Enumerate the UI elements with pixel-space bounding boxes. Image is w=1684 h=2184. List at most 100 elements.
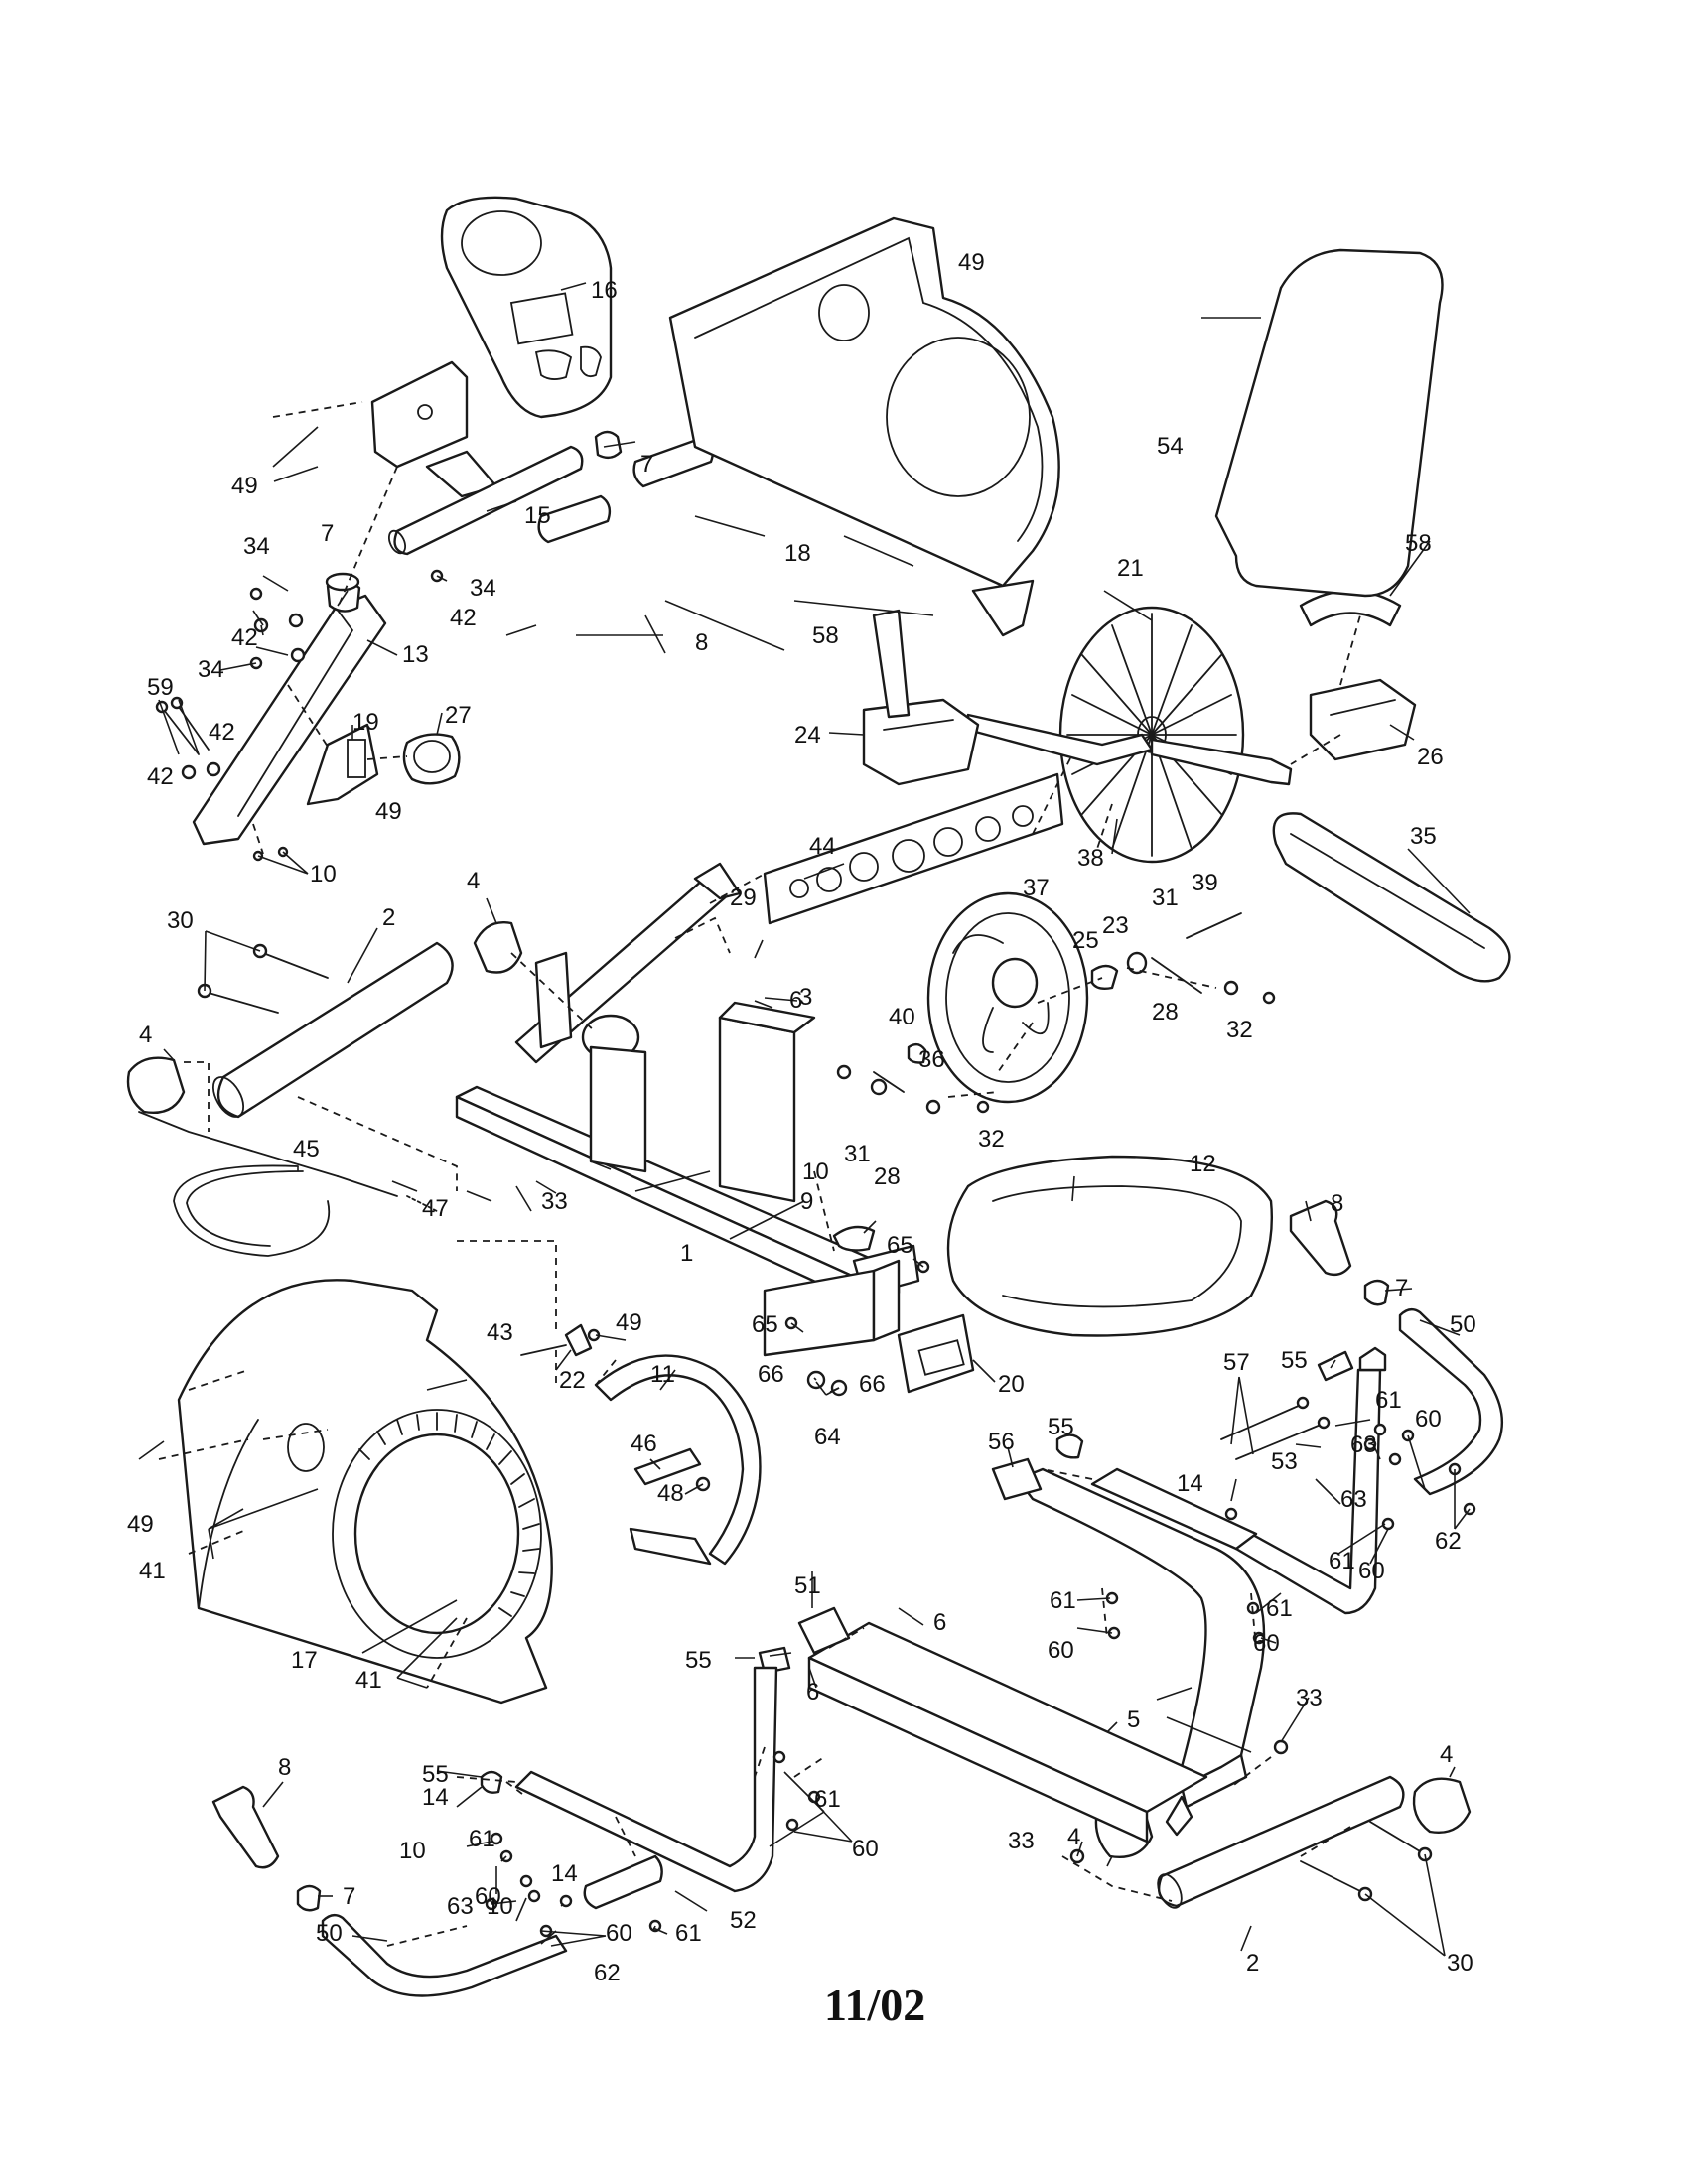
callout-31: 31 [844, 1141, 871, 1167]
callout-22: 22 [559, 1367, 586, 1394]
long-bolts-57 [1220, 1396, 1331, 1460]
callout-17: 17 [291, 1647, 318, 1674]
callout-34: 34 [198, 656, 224, 683]
callout-49: 49 [958, 249, 985, 276]
callout-54: 54 [1157, 433, 1184, 460]
pedal-straps [872, 589, 1402, 719]
callout-63: 63 [1350, 1432, 1377, 1458]
right-shield [668, 216, 1060, 637]
callout-38: 38 [1077, 845, 1104, 872]
callout-12: 12 [1190, 1151, 1216, 1177]
callout-14: 14 [551, 1860, 578, 1887]
rear-stabilizer [1157, 1775, 1405, 1909]
callout-61: 61 [469, 1826, 495, 1852]
callout-15: 15 [524, 502, 551, 529]
bracket-22 [520, 1323, 601, 1357]
callout-61: 61 [1266, 1595, 1293, 1622]
callout-65: 65 [887, 1232, 913, 1259]
callout-61: 61 [1375, 1387, 1402, 1414]
callout-45: 45 [293, 1136, 320, 1162]
callout-5: 5 [1127, 1706, 1140, 1733]
callout-56: 56 [988, 1429, 1015, 1455]
console [440, 196, 613, 419]
callout-39: 39 [1192, 870, 1218, 896]
callout-1: 1 [680, 1240, 693, 1267]
callout-47: 47 [422, 1195, 449, 1222]
callout-32: 32 [1226, 1017, 1253, 1043]
callout-53: 53 [1271, 1448, 1298, 1475]
callout-8: 8 [695, 629, 708, 656]
callout-25: 25 [1072, 927, 1099, 954]
callout-8: 8 [1331, 1190, 1343, 1217]
callout-4: 4 [1440, 1741, 1453, 1768]
pedals [862, 678, 1417, 786]
callout-40: 40 [889, 1004, 915, 1030]
front-stabilizer [211, 941, 454, 1119]
callout-61: 61 [1050, 1587, 1076, 1614]
callout-4: 4 [139, 1022, 152, 1048]
callout-33: 33 [1296, 1685, 1323, 1711]
callout-64: 64 [814, 1424, 841, 1450]
callout-9: 9 [800, 1188, 813, 1215]
callout-13: 13 [402, 641, 429, 668]
left-handle-frame [514, 1666, 778, 1910]
right-handle-frame [1090, 1346, 1387, 1615]
callout-7: 7 [343, 1883, 355, 1910]
callout-50: 50 [316, 1920, 343, 1947]
callout-30: 30 [1447, 1950, 1474, 1977]
callout-61: 61 [1329, 1548, 1355, 1574]
callout-65: 65 [752, 1311, 778, 1338]
callout-55: 55 [422, 1761, 449, 1788]
callout-labels: 1 2 2 3 4 4 4 4 5 6 6 6 7 7 7 7 8 8 8 9 … [127, 249, 1476, 1986]
seat-frame [1016, 1467, 1266, 1837]
callout-42: 42 [147, 763, 174, 790]
callout-10: 10 [802, 1159, 829, 1185]
lower-frame-tube [807, 1621, 1208, 1843]
pulley [926, 891, 1089, 1104]
callout-60: 60 [606, 1920, 632, 1947]
left-shield [177, 1279, 553, 1705]
callout-59: 59 [147, 674, 174, 701]
right-handlebar [1398, 1307, 1503, 1496]
callout-51: 51 [794, 1572, 821, 1599]
callout-63: 63 [1340, 1486, 1367, 1513]
callout-19: 19 [352, 709, 379, 736]
callout-32: 32 [978, 1126, 1005, 1153]
seat [946, 1155, 1274, 1337]
callout-33: 33 [1008, 1828, 1035, 1854]
pulley-hardware [836, 912, 1276, 1115]
console-bracket [370, 360, 498, 498]
bearing-set [763, 772, 1064, 925]
upper-handle-tube [387, 430, 623, 556]
drive-belt [1272, 812, 1511, 983]
callout-4: 4 [1067, 1824, 1080, 1850]
revision-date: 11/02 [824, 1979, 925, 2030]
callout-60: 60 [1358, 1558, 1385, 1584]
callout-18: 18 [784, 540, 811, 567]
leader-lines [138, 282, 1471, 1957]
callout-10: 10 [310, 861, 337, 887]
callout-10: 10 [399, 1838, 426, 1864]
callout-7: 7 [1395, 1275, 1408, 1301]
callout-34: 34 [243, 533, 270, 560]
callout-63: 63 [447, 1893, 474, 1920]
callout-48: 48 [657, 1480, 684, 1507]
callout-26: 26 [1417, 744, 1444, 770]
callout-6: 6 [933, 1609, 946, 1636]
callout-7: 7 [321, 520, 334, 547]
callout-66: 66 [859, 1371, 886, 1398]
callout-49: 49 [375, 798, 402, 825]
callout-49: 49 [616, 1309, 642, 1336]
callout-41: 41 [139, 1558, 166, 1584]
bolts-59 [155, 696, 210, 755]
callout-60: 60 [1415, 1406, 1442, 1433]
callout-24: 24 [794, 722, 821, 749]
callout-21: 21 [1117, 555, 1144, 582]
alignment-lines [158, 401, 1361, 1947]
callout-6: 6 [806, 1679, 819, 1706]
brake-assembly [594, 1354, 762, 1566]
callout-28: 28 [874, 1163, 901, 1190]
callout-60: 60 [852, 1836, 879, 1862]
callout-50: 50 [1450, 1311, 1476, 1338]
callout-61: 61 [675, 1920, 702, 1947]
